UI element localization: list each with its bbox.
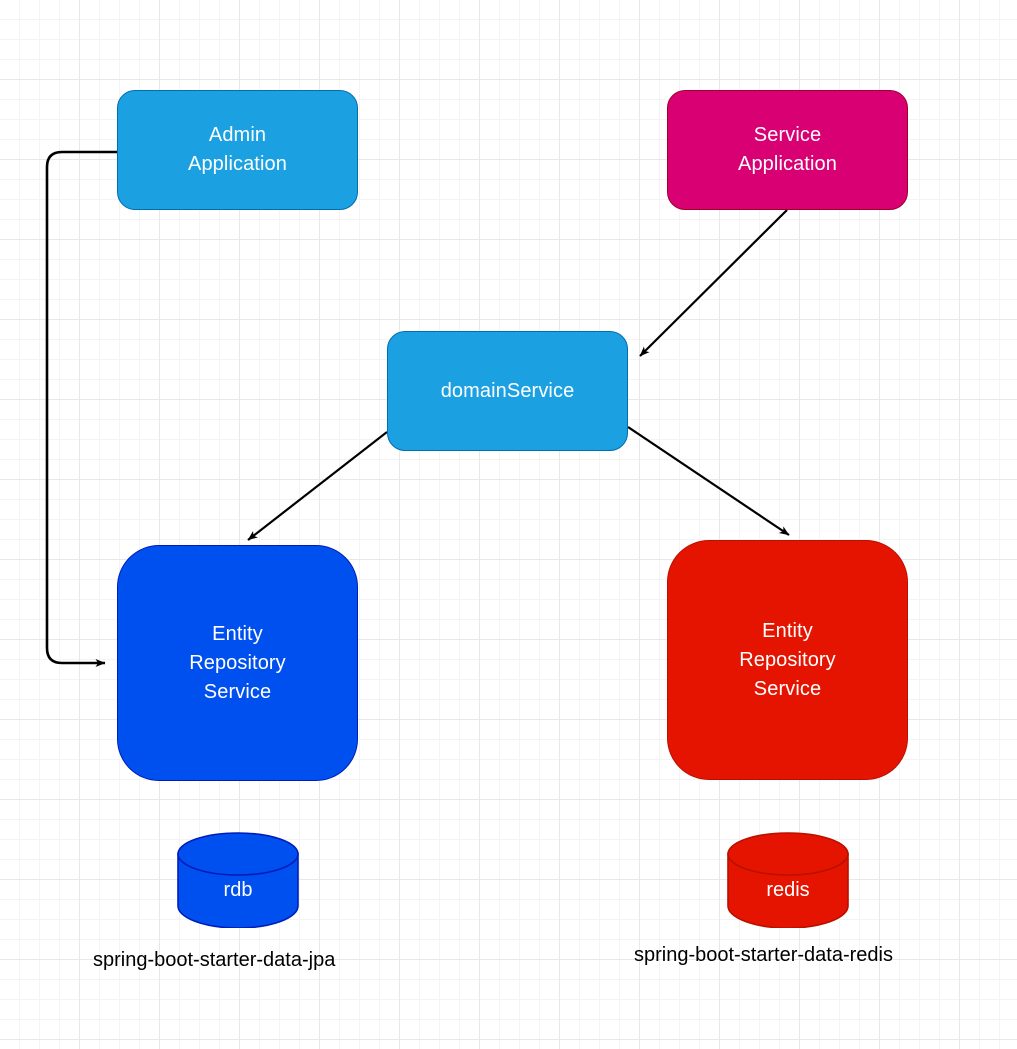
node-service-application[interactable]: Service Application [667,90,908,210]
node-entity-repository-service-jpa[interactable]: Entity Repository Service [117,545,358,781]
database-cylinder-icon [727,832,849,928]
caption-spring-boot-starter-data-redis: spring-boot-starter-data-redis [634,944,893,966]
edge-domain-service-to-jpa-repository [247,431,388,541]
edge-domain-service-to-redis-repository [627,426,790,536]
datastore-redis[interactable]: redis [727,832,849,928]
node-admin-application[interactable]: Admin Application [117,90,358,210]
database-cylinder-icon [177,832,299,928]
caption-spring-boot-starter-data-jpa: spring-boot-starter-data-jpa [93,949,336,971]
node-domain-service[interactable]: domainService [387,331,628,451]
node-entity-repository-service-redis[interactable]: Entity Repository Service [667,540,908,780]
datastore-rdb[interactable]: rdb [177,832,299,928]
edge-service-app-to-domain-service [639,209,788,357]
edge-admin-to-jpa-repository [45,150,117,667]
